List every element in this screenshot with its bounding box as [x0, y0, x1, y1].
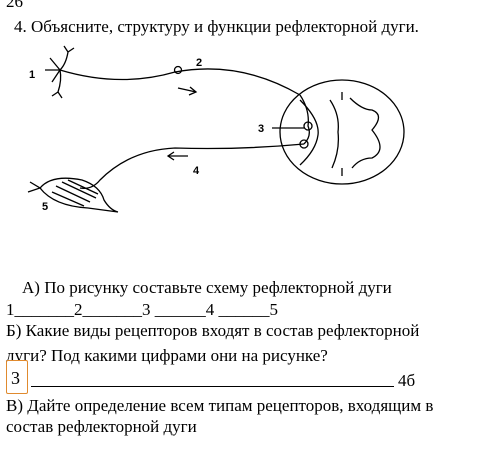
question-title: 4. Объясните, структуру и функции рефлек…	[14, 17, 419, 36]
label-2: 2	[196, 57, 202, 69]
sensory-neuron-body	[173, 65, 183, 75]
task-a-text: А) По рисунку составьте схему рефлекторн…	[22, 278, 392, 297]
afferent-arrow	[177, 87, 197, 93]
receptor-endings	[45, 57, 61, 83]
muscle-fibers	[51, 179, 99, 207]
receptor-branch-upper	[59, 45, 75, 71]
motor-fiber	[79, 143, 305, 189]
label-1: 1	[29, 69, 35, 81]
grey-matter	[299, 92, 381, 176]
task-c-line1: В) Дайте определение всем типам рецептор…	[6, 396, 434, 415]
task-b-line1: Б) Какие виды рецепторов входят в состав…	[6, 321, 420, 340]
afferent-arrowhead	[188, 86, 198, 96]
task-c-line2: состав рефлекторной дуги	[6, 417, 197, 436]
answer-line[interactable]	[31, 386, 394, 387]
task-b-line2: дуги? Под какими цифрами они на рисунке?	[6, 346, 328, 365]
reflex-chain-blanks[interactable]: 1_______2_______3 ______4 ______5	[6, 300, 278, 319]
label-5: 5	[42, 201, 48, 213]
label-4: 4	[193, 165, 200, 177]
reflex-arc-diagram: 1 2 3 4 5	[27, 45, 405, 213]
score-label: 4б	[398, 371, 416, 390]
label-3: 3	[258, 123, 264, 135]
answer-box-highlight[interactable]	[6, 360, 28, 394]
efferent-arrowhead	[166, 151, 175, 161]
page-number: 26	[6, 0, 23, 11]
interneuron-path	[299, 94, 310, 145]
answer-box-label: 3	[11, 368, 20, 388]
tendon	[27, 181, 42, 193]
muscle-outline	[39, 177, 119, 213]
receptor-branch-lower	[51, 69, 63, 99]
spinal-cord	[279, 79, 405, 185]
